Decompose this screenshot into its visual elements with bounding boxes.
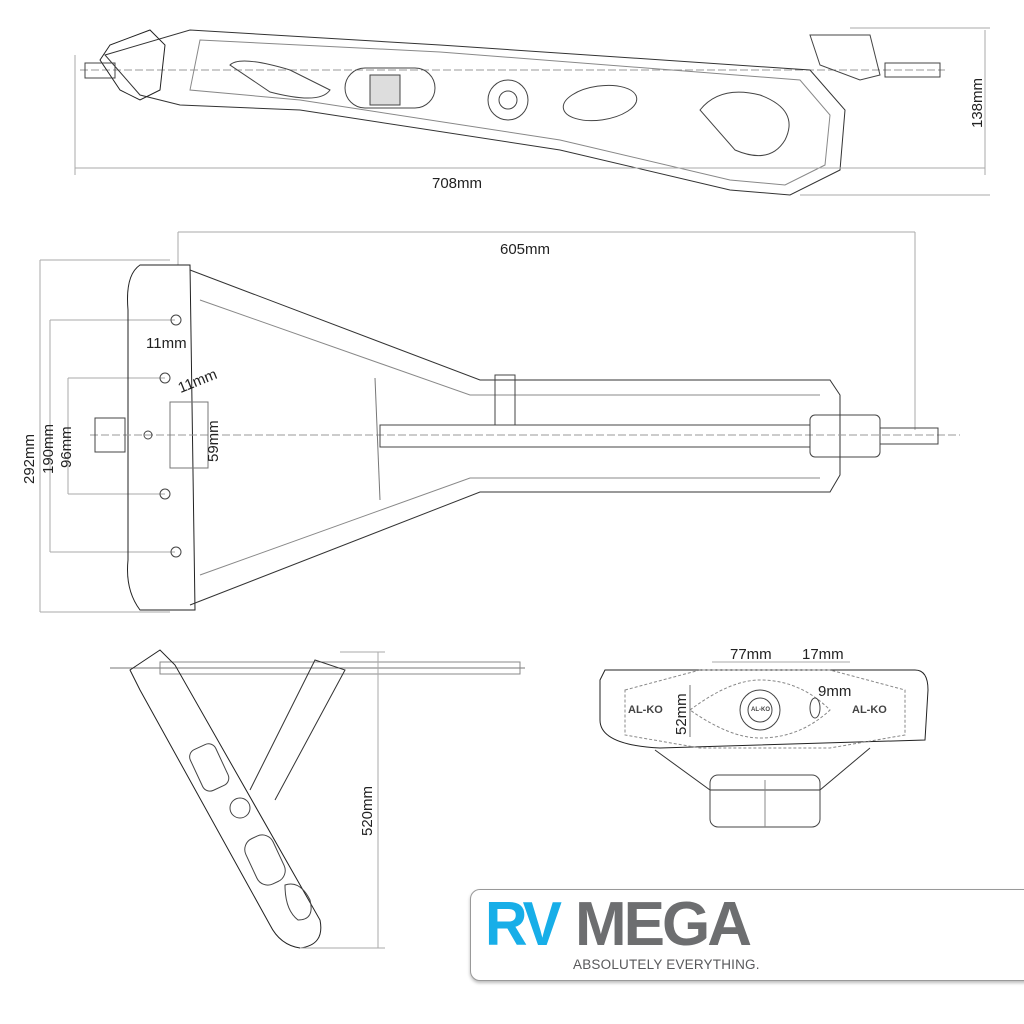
dim-hole-spacing-inner: 96mm	[58, 426, 75, 468]
top-view-jack	[74, 27, 990, 196]
plan-view-jack	[39, 231, 960, 613]
dim-hole-spacing-outer: 190mm	[40, 423, 57, 474]
dim-plan-length: 605mm	[500, 241, 551, 258]
rvmega-logo-banner: RV MEGA ABSOLUTELY EVERYTHING.	[470, 889, 1024, 981]
dim-hole-diameter-1: 11mm	[146, 335, 187, 352]
dim-foot-depth: 52mm	[673, 693, 690, 735]
dim-side-height: 520mm	[359, 785, 376, 836]
side-view-jack	[110, 649, 525, 949]
brand-mark-center: AL-KO	[751, 707, 770, 713]
logo-mega-text: MEGA	[575, 890, 752, 959]
foot-plate-view	[599, 661, 929, 828]
dim-overall-length: 708mm	[432, 175, 483, 192]
brand-mark-right: AL-KO	[852, 704, 887, 716]
logo-rv-text: RV	[485, 890, 562, 959]
dim-foot-offset: 17mm	[802, 646, 844, 663]
dim-overall-height: 138mm	[969, 77, 986, 128]
dim-slot-width: 59mm	[205, 420, 222, 462]
dim-foot-hole: 9mm	[818, 683, 852, 700]
brand-mark-left: AL-KO	[628, 704, 663, 716]
dim-plan-width: 292mm	[21, 433, 38, 484]
logo-tagline: ABSOLUTELY EVERYTHING.	[573, 957, 760, 972]
dim-foot-width: 77mm	[730, 646, 772, 663]
